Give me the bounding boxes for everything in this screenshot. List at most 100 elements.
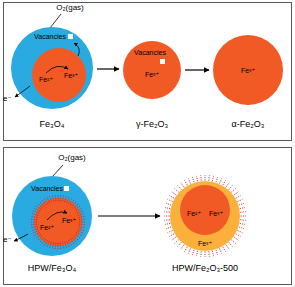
hpw-dot [55,243,57,250]
hpw-dot [30,224,37,226]
particle-body [170,181,240,251]
hpw-dot [208,251,210,256]
electron-label: e⁻ [3,236,12,244]
hpw-dot [79,219,86,221]
hpw-dot [168,230,173,232]
hpw-dot [212,251,213,256]
hpw-dot [178,186,182,190]
hpw-dot [67,241,70,247]
hpw-dot [58,243,59,250]
panel-frame [4,3,292,141]
particle-shell: Fe²⁺Fe³⁺VacanciesHPW/Fe₃O₄ [12,176,92,256]
hpw-dot [37,236,42,241]
particle-body [180,185,230,235]
hpw-dot [239,227,244,229]
gas-line [52,165,63,177]
particle-body [213,35,283,105]
hpw-dot [31,213,38,215]
hpw-dot [52,243,53,250]
oxidized-shell: Fe²⁺Fe³⁺Fe³⁺HPW/Fe₂O₃-500 [170,181,240,251]
hpw-dot [77,231,83,234]
hpw-dot [78,228,85,230]
hpw-dot [72,238,77,243]
hpw-dot [31,216,38,217]
particle-shell: Fe²⁺Fe³⁺VacanciesFe₃O₄ [11,27,93,109]
hpw-dot [181,183,184,187]
iron-core: Fe²⁺ Fe³⁺ [34,198,82,246]
ion-label: Fe³⁺ [209,210,223,217]
ion-label: Fe²⁺ [39,76,53,83]
hpw-dot [70,239,74,245]
hpw-dot [223,180,226,185]
hpw-dot [75,206,81,210]
hpw-dot [241,216,247,217]
hpw-dot [74,203,79,208]
hpw-dot [226,245,229,249]
hpw-dot [34,208,40,212]
hpw-dot [231,240,235,244]
hpw-dot [208,175,210,180]
hpw-dot [237,199,242,201]
ion-label: Fe²⁺ [40,224,54,231]
hpw-dot [240,211,245,213]
hpw-coating [30,194,86,250]
hpw-dot [164,216,170,217]
hpw-dot [185,180,188,185]
ion-label: Fe³⁺ [198,240,212,247]
hpw-dot [240,219,245,221]
hpw-dot [239,203,244,205]
particle-body [34,198,82,246]
hpw-dot [172,192,176,195]
hpw-dot [44,198,48,204]
ion-label: Fe³⁺ [145,71,159,78]
hpw-dot [47,196,50,202]
particle-body [123,41,181,99]
particle-name: Fe₃O₄ [40,120,65,129]
hpw-dot [237,230,242,232]
hpw-dot [166,227,171,229]
iron-core: Fe²⁺Fe³⁺ [180,185,230,235]
hpw-dot [55,194,57,201]
hpw-dot [62,195,63,202]
hpw-dot [77,211,83,214]
gas-label: O₂(gas) [56,4,84,12]
ion-label: Fe³⁺ [64,72,78,79]
ion-label: Fe³⁺ [62,217,76,224]
hpw-dot [76,208,82,212]
electron-label: e⁻ [3,95,12,103]
particle-body [12,176,92,256]
hpw-dot [229,186,233,190]
hpw-coating [164,175,246,257]
hpw-dot [42,199,46,205]
hpw-dot [219,248,221,253]
hpw-dot [64,242,66,249]
hpw-dot [49,195,51,202]
hpw-dot [205,175,206,181]
particle: VacanciesFe³⁺γ-Fe₂O₃ [123,41,181,99]
hpw-dot [196,176,197,181]
particle-name: HPW/Fe₂O₃-500 [172,264,238,273]
hpw-dot [188,248,190,253]
hpw-dot [234,237,238,240]
vacancy-symbol [160,59,165,64]
hpw-dot [185,247,188,252]
hpw-dot [212,176,213,181]
hpw-dot [79,224,86,226]
hpw-dot [234,192,238,195]
vacancy-label: Vacancies [134,49,166,56]
hpw-dot [69,240,73,246]
hpw-dot [196,251,197,256]
particle-body [32,48,86,102]
hpw-dot [39,201,44,206]
hpw-dot [164,211,169,213]
hpw-dot [166,203,171,205]
gas-label: O₂(gas) [58,154,86,162]
reaction-arrow [98,215,160,216]
hpw-dot [236,196,241,199]
transfer-arrow [15,86,30,97]
panel-frame [4,148,292,285]
hpw-dot [236,234,241,237]
hpw-dot [78,213,85,215]
hpw-dot [76,233,82,237]
hpw-dot [200,251,202,256]
